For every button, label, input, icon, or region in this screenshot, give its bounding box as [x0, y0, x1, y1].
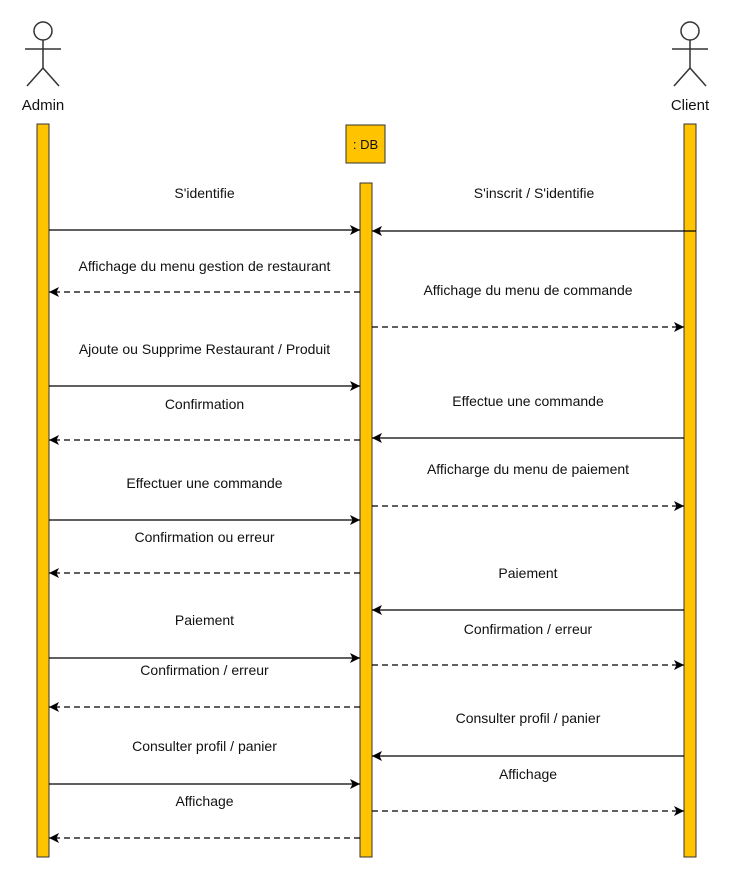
client-message-3-effectue-une-commande-label: Effectue une commande: [452, 393, 604, 409]
admin-actor-label: Admin: [22, 97, 65, 114]
admin-message-6-confirmation-ou-erreur-label: Confirmation ou erreur: [134, 529, 274, 545]
db-object-label: : DB: [353, 137, 378, 152]
admin-message-9-consulter-profil-panier-label: Consulter profil / panier: [132, 738, 277, 754]
client-message-4-afficharge-du-menu-de-paiement-label: Afficharge du menu de paiement: [427, 461, 629, 477]
admin-message-3-ajoute-ou-supprime-restaurant-produit-label: Ajoute ou Supprime Restaurant / Produit: [79, 341, 330, 357]
client-message-5-paiement-label: Paiement: [498, 565, 557, 581]
client-message-2-affichage-du-menu-de-commande-label: Affichage du menu de commande: [423, 282, 632, 298]
admin-message-4-confirmation-label: Confirmation: [165, 396, 244, 412]
admin-message-1-s-identifie-label: S'identifie: [174, 185, 234, 201]
admin-message-5-effectuer-une-commande-label: Effectuer une commande: [126, 475, 282, 491]
admin-message-7-paiement-label: Paiement: [175, 612, 234, 628]
admin-actor-icon: [25, 21, 61, 87]
db-object-box: [345, 124, 386, 164]
client-message-8-affichage-label: Affichage: [499, 766, 557, 782]
admin-message-8-confirmation-erreur-label: Confirmation / erreur: [140, 662, 269, 678]
db-lifeline-bar: [359, 182, 373, 858]
client-message-6-confirmation-erreur-label: Confirmation / erreur: [464, 621, 593, 637]
admin-message-10-affichage-label: Affichage: [175, 793, 233, 809]
client-actor-icon: [672, 21, 708, 87]
client-lifeline-bar: [683, 123, 697, 858]
client-message-1-s-inscrit-s-identifie-label: S'inscrit / S'identifie: [474, 185, 595, 201]
client-actor-label: Client: [671, 97, 710, 114]
admin-message-2-affichage-du-menu-gestion-de-restaurant-label: Affichage du menu gestion de restaurant: [79, 258, 331, 274]
client-message-7-consulter-profil-panier-label: Consulter profil / panier: [456, 710, 601, 726]
admin-lifeline-bar: [36, 123, 50, 858]
